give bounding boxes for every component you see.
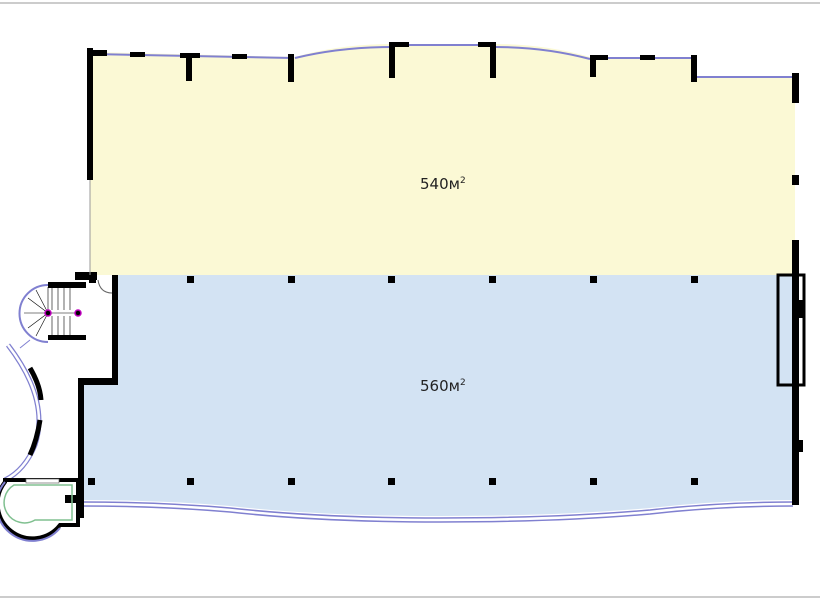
upper-zone-area-value: 540: [420, 175, 449, 193]
balcony: [0, 478, 80, 542]
lower-zone-unit: м: [448, 377, 460, 395]
lower-zone-area[interactable]: [80, 275, 795, 516]
windows-bottom: [81, 501, 794, 523]
curved-facade: [3, 339, 44, 483]
columns: [88, 276, 698, 485]
lower-zone-unit-power: 2: [459, 378, 466, 388]
upper-zone-unit-power: 2: [459, 176, 466, 186]
walls: [48, 42, 806, 518]
lower-zone-area-value: 560: [420, 377, 449, 395]
lower-zone-area-label: 560м2: [420, 377, 466, 395]
upper-zone-area[interactable]: [90, 44, 795, 275]
spiral-stair: [18, 282, 86, 343]
upper-zone-unit: м: [448, 175, 460, 193]
door-swing: [97, 279, 113, 294]
upper-zone-area-label: 540м2: [420, 175, 466, 193]
